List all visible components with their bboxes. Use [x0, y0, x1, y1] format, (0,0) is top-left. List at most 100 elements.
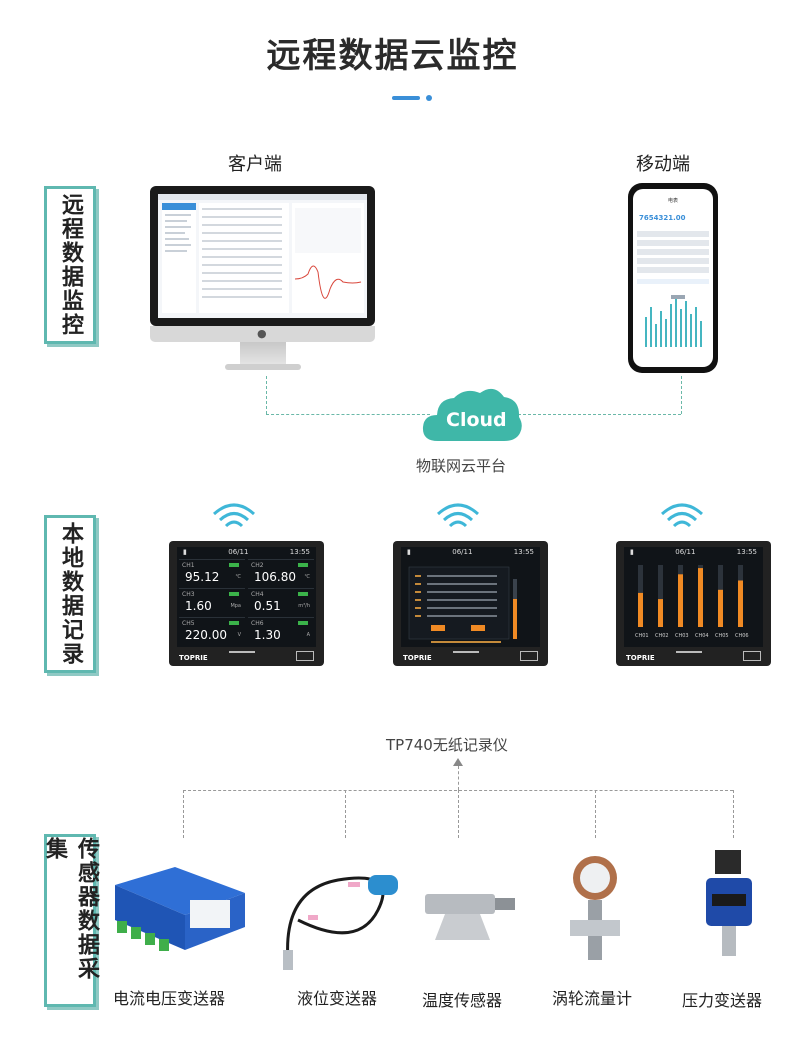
connector-line: [458, 766, 459, 790]
recorder-time: 13:55: [513, 548, 534, 556]
channel-name: CH5: [182, 620, 195, 627]
section-label-sensor: 传感器数据采集: [42, 837, 99, 981]
cloud-label: Cloud: [446, 409, 507, 431]
channel-cell: CH6 1.30 A: [248, 617, 314, 646]
brand-logo: TOPRIE: [179, 654, 208, 662]
status-badge: [229, 621, 239, 625]
usb-port: [743, 651, 761, 661]
turbine-flowmeter: [570, 856, 620, 960]
channel-value: 220.00: [185, 628, 227, 642]
recorder-date: 06/11: [675, 548, 696, 556]
mobile-phone: 电表 7654321.00: [628, 183, 718, 373]
recorder-status-bar: ▮ 06/11 13:55: [624, 547, 763, 557]
channel-unit: Mpa: [230, 603, 241, 609]
signal-icon: ▮: [630, 548, 634, 556]
channel-unit: ℃: [304, 574, 310, 580]
sensor-label: 液位变送器: [297, 989, 378, 1008]
connector-line: [266, 376, 267, 414]
channel-value: 0.51: [254, 599, 281, 613]
channel-name: CH2: [251, 562, 264, 569]
channel-unit: V: [237, 632, 241, 638]
recorder-status-bar: ▮ 06/11 13:55: [177, 547, 316, 557]
connector-line: [458, 790, 459, 838]
connector-line: [681, 376, 682, 414]
channel-bar: [658, 599, 663, 627]
settings-panel-graphic: [408, 566, 517, 643]
desktop-stand-base: [225, 364, 301, 370]
section-tab-local: 本地数据记录: [44, 515, 96, 673]
recorder-device: ▮ 06/11 13:55 TOPRIE: [393, 541, 548, 666]
usb-port: [296, 651, 314, 661]
desktop-chin: [150, 326, 375, 342]
recorder-status-bar: ▮ 06/11 13:55: [401, 547, 540, 557]
brand-logo: TOPRIE: [626, 654, 655, 662]
connector-line: [183, 790, 184, 838]
apple-logo-icon: ●: [257, 327, 267, 340]
connector-line: [733, 790, 734, 838]
channel-name: CH4: [251, 591, 264, 598]
signal-icon: ▮: [407, 548, 411, 556]
sensor-label: 温度传感器: [422, 991, 503, 1010]
connector-line: [345, 790, 346, 838]
page-title: 远程数据云监控: [266, 36, 519, 76]
section-tab-sensor: 传感器数据采集: [42, 834, 99, 1007]
recorder-time: 13:55: [736, 548, 757, 556]
wifi-icon: [436, 503, 480, 528]
channel-bar: [678, 574, 683, 627]
phone-header: 电表: [667, 198, 678, 204]
wifi-icon: [660, 503, 704, 528]
mobile-label: 移动端: [636, 154, 690, 175]
channel-name: CH6: [251, 620, 264, 627]
section-tab-remote: 远程数据监控: [44, 186, 96, 344]
channel-bar: [698, 568, 703, 627]
channel-value: 1.30: [254, 628, 281, 642]
bar-label: CH06: [735, 633, 749, 639]
status-badge: [229, 592, 239, 596]
pressure-transmitter: [706, 850, 752, 956]
bar-label: CH03: [675, 633, 689, 639]
desktop-screen: [158, 194, 367, 318]
recorder-indicator: [676, 651, 702, 653]
channel-bar: [738, 580, 743, 627]
channel-value: 95.12: [185, 570, 220, 584]
sensor-label: 压力变送器: [682, 991, 763, 1010]
recorder-screen: ▮ 06/11 13:55 CH1 95.12 ℃ CH2 106.80 ℃ C…: [177, 547, 316, 647]
desktop-stand: [240, 342, 286, 366]
phone-value: 7654321.00: [639, 214, 686, 222]
channel-cell: CH1 95.12 ℃: [179, 559, 245, 588]
wifi-icon: [212, 503, 256, 528]
status-badge: [229, 563, 239, 567]
current-voltage-transmitter: [115, 867, 245, 951]
channel-name: CH1: [182, 562, 195, 569]
channel-cell: CH2 106.80 ℃: [248, 559, 314, 588]
channel-unit: m³/h: [298, 603, 310, 609]
connector-line: [518, 414, 681, 415]
recorder-time: 13:55: [289, 548, 310, 556]
channel-unit: ℃: [235, 574, 241, 580]
temperature-sensor: [425, 894, 515, 940]
usb-port: [520, 651, 538, 661]
recorder-date: 06/11: [452, 548, 473, 556]
section-label-local: 本地数据记录: [58, 522, 83, 666]
desktop-monitor: [150, 186, 375, 326]
status-badge: [298, 621, 308, 625]
bar-label: CH01: [635, 633, 649, 639]
bar-label: CH04: [695, 633, 709, 639]
bar-label: CH05: [715, 633, 729, 639]
channel-unit: A: [306, 632, 310, 638]
channel-value: 106.80: [254, 570, 296, 584]
phone-bar-chart: [637, 231, 709, 347]
channel-cell: CH5 220.00 V: [179, 617, 245, 646]
signal-icon: ▮: [183, 548, 187, 556]
status-badge: [298, 592, 308, 596]
arrow-up-icon: [453, 758, 463, 766]
client-label: 客户端: [228, 154, 282, 175]
channel-cell: CH3 1.60 Mpa: [179, 588, 245, 617]
channel-value: 1.60: [185, 599, 212, 613]
recorder-device: ▮ 06/11 13:55 CH1 95.12 ℃ CH2 106.80 ℃ C…: [169, 541, 324, 666]
connector-line: [595, 790, 596, 838]
platform-label: 物联网云平台: [416, 457, 507, 475]
